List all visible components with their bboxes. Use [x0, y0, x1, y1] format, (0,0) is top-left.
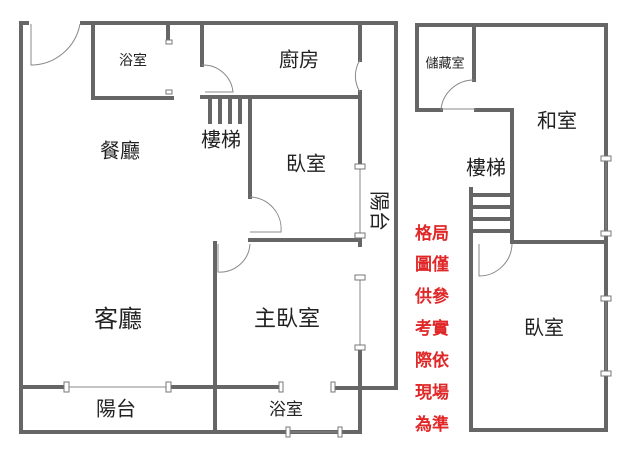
disclaimer-line: 格局 — [415, 223, 449, 244]
left-plan-stairs — [208, 96, 242, 124]
right-plan-walls — [415, 23, 608, 432]
room-label-kitchen: 廚房 — [279, 48, 319, 72]
room-label-stairs: 樓梯 — [201, 128, 241, 152]
room-label-bedroom-right: 臥室 — [524, 316, 564, 340]
room-label-storage: 儲藏室 — [425, 56, 464, 72]
room-label-bathroom: 浴室 — [119, 52, 147, 69]
disclaimer-line: 現場 — [415, 383, 449, 403]
disclaimer-line: 為準 — [415, 414, 449, 435]
right-plan-doors — [440, 79, 513, 277]
left-plan-doors — [30, 23, 361, 273]
room-label-stairs-right: 樓梯 — [466, 156, 506, 180]
disclaimer-line: 圖僅 — [415, 254, 449, 275]
room-label-balcony-side: 陽台 — [368, 191, 392, 231]
right-plan-windows — [600, 155, 612, 377]
left-plan-windows — [63, 163, 366, 438]
room-label-living: 客廳 — [94, 305, 142, 333]
room-label-bathroom-bottom: 浴室 — [269, 400, 303, 420]
room-label-master-bedroom: 主臥室 — [254, 307, 320, 332]
room-label-japanese-room: 和室 — [537, 109, 577, 133]
room-label-dining: 餐廳 — [100, 139, 140, 163]
room-label-bedroom: 臥室 — [286, 152, 326, 176]
disclaimer-note: 格局 圖僅 供參 考實 際依 現場 為準 — [414, 223, 450, 435]
disclaimer-line: 供參 — [414, 286, 450, 307]
room-label-balcony-bottom: 陽台 — [96, 397, 136, 421]
disclaimer-line: 際依 — [415, 350, 450, 371]
left-plan-walls — [19, 21, 398, 434]
disclaimer-line: 考實 — [414, 318, 449, 339]
